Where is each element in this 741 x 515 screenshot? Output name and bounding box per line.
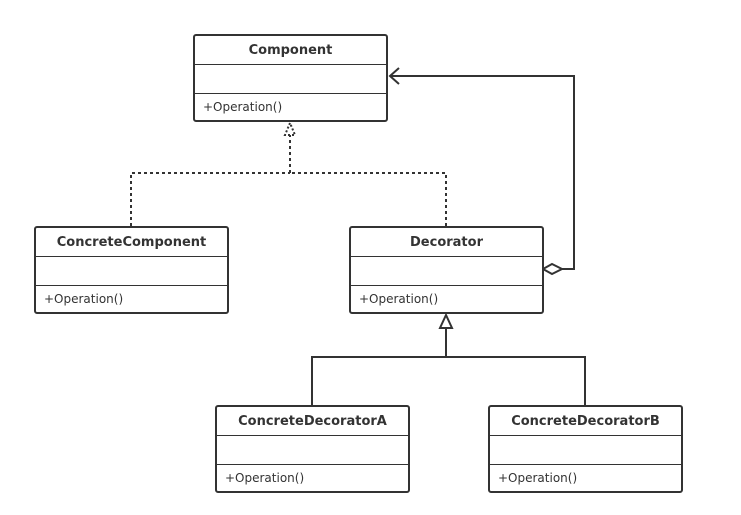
realization-line-decorator <box>290 172 447 226</box>
class-name: Component <box>195 36 386 65</box>
class-operations: +Operation() <box>351 286 542 312</box>
realization-connector <box>130 120 447 226</box>
class-component[interactable]: Component +Operation() <box>193 34 388 122</box>
operation: +Operation() <box>359 292 439 306</box>
class-name: ConcreteDecoratorB <box>490 407 681 436</box>
class-name: ConcreteDecoratorA <box>217 407 408 436</box>
class-name: ConcreteComponent <box>36 228 227 257</box>
realization-line-concrete-component <box>130 172 290 226</box>
class-concrete-decorator-b[interactable]: ConcreteDecoratorB +Operation() <box>488 405 683 493</box>
class-attributes <box>217 436 408 465</box>
class-operations: +Operation() <box>195 94 386 120</box>
class-attributes <box>351 257 542 286</box>
aggregation-diamond <box>540 262 565 276</box>
class-concrete-component[interactable]: ConcreteComponent +Operation() <box>34 226 229 314</box>
operation: +Operation() <box>44 292 124 306</box>
inheritance-line-decorator-a <box>311 356 446 405</box>
aggregation-connector <box>388 67 575 276</box>
class-attributes <box>195 65 386 94</box>
aggregation-open-arrowhead <box>388 67 400 85</box>
class-operations: +Operation() <box>36 286 227 312</box>
inheritance-line-decorator-b <box>446 356 586 405</box>
aggregation-line <box>390 75 575 270</box>
class-decorator[interactable]: Decorator +Operation() <box>349 226 544 314</box>
inheritance-arrowhead <box>438 312 454 329</box>
class-operations: +Operation() <box>217 465 408 491</box>
class-name: Decorator <box>351 228 542 257</box>
operation: +Operation() <box>203 100 283 114</box>
operation: +Operation() <box>225 471 305 485</box>
class-concrete-decorator-a[interactable]: ConcreteDecoratorA +Operation() <box>215 405 410 493</box>
class-operations: +Operation() <box>490 465 681 491</box>
realization-arrowhead <box>283 120 297 136</box>
operation: +Operation() <box>498 471 578 485</box>
class-attributes <box>490 436 681 465</box>
class-attributes <box>36 257 227 286</box>
inheritance-connector <box>311 312 586 405</box>
